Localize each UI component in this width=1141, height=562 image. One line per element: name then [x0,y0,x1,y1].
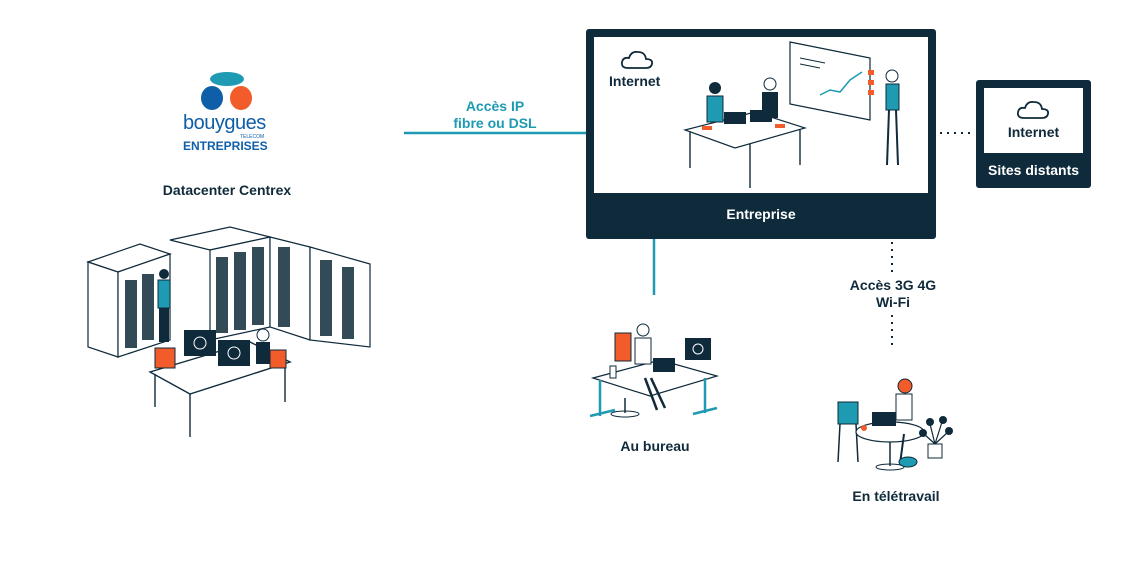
remote-sites-label: Sites distants [987,162,1080,178]
logo-text-telecom: TELECOM [240,134,265,140]
ip-access-line2: fibre ou DSL [453,115,537,131]
logo-text-entreprises: ENTREPRISES [183,139,268,153]
office-link-line [652,239,656,295]
mobile-access-line1: Accès 3G 4G [849,277,937,293]
remote-work-illustration [837,378,953,471]
datacenter-illustration [86,226,371,437]
cloud-icon [620,50,654,69]
cloud-icon [1016,100,1050,119]
logo-mark-icon [201,72,252,110]
ip-link-line [404,131,586,135]
bouygues-logo: bouygues TELECOM ENTREPRISES [180,70,275,155]
remote-sites-internet [984,88,1083,153]
mobile-dotted-link-bottom [891,315,893,345]
logo-text-bouygues: bouygues [183,112,266,134]
mobile-access-label: Accès 3G 4G Wi-Fi [823,277,963,311]
ip-access-label: Accès IP fibre ou DSL [430,98,560,132]
sites-internet-label: Internet [1007,124,1060,140]
remote-work-label: En télétravail [852,488,940,504]
sites-dotted-link [940,132,974,134]
mobile-access-line2: Wi-Fi [875,294,911,310]
enterprise-label: Entreprise [726,206,796,222]
office-label: Au bureau [620,438,690,454]
enterprise-internet-label: Internet [609,73,661,89]
office-illustration [589,323,720,418]
ip-access-line1: Accès IP [465,98,525,114]
meeting-illustration [682,41,900,188]
mobile-dotted-link-top [891,242,893,272]
datacenter-label: Datacenter Centrex [162,182,292,198]
